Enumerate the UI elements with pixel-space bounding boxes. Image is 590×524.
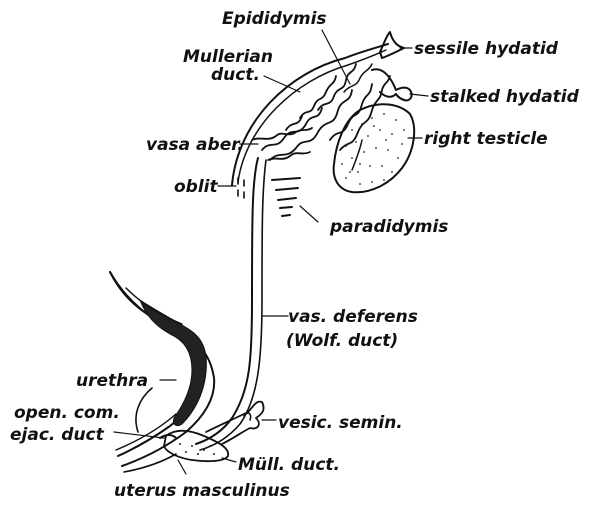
label-mull-duct: Müll. duct. bbox=[238, 455, 340, 475]
urethra-inner bbox=[110, 272, 196, 456]
vas-deferens-inner bbox=[200, 160, 266, 450]
label-mullerian-duct-2: duct. bbox=[211, 65, 260, 85]
stalked-hydatid-shape bbox=[372, 69, 412, 100]
label-epididymis: Epididymis bbox=[222, 9, 327, 29]
sessile-hydatid-shape bbox=[380, 32, 404, 58]
right-testicle-stipple bbox=[341, 113, 405, 185]
label-vesic-semin: vesic. semin. bbox=[278, 413, 403, 433]
label-right-testicle: right testicle bbox=[424, 129, 548, 149]
label-vasa-aber: vasa aber. bbox=[146, 135, 244, 155]
paradidymis-tubules bbox=[272, 178, 300, 216]
label-mullerian-duct-1: Mullerian bbox=[183, 47, 273, 67]
label-paradidymis: paradidymis bbox=[329, 217, 448, 237]
label-urethra: urethra bbox=[76, 371, 148, 391]
right-testicle-outline bbox=[334, 104, 415, 192]
label-sessile-hydatid: sessile hydatid bbox=[414, 39, 559, 59]
label-stalked-hydatid: stalked hydatid bbox=[430, 87, 580, 107]
epididymis-coils bbox=[262, 64, 390, 170]
label-vas-deferens-1: vas. deferens bbox=[288, 307, 418, 327]
label-vas-deferens-2: (Wolf. duct) bbox=[286, 331, 398, 351]
urethra-left-arc bbox=[136, 388, 152, 432]
label-open-com: open. com. bbox=[14, 403, 120, 423]
vasa-aberrantia-tube bbox=[252, 128, 312, 140]
vesicula-seminalis-shape bbox=[206, 402, 264, 444]
label-ejac-duct: ejac. duct bbox=[10, 425, 105, 445]
urethra-shaded-wall bbox=[140, 300, 206, 426]
label-uterus-masculinus: uterus masculinus bbox=[114, 481, 290, 501]
vas-deferens-tube bbox=[196, 158, 258, 444]
label-oblit: oblit bbox=[174, 177, 219, 197]
